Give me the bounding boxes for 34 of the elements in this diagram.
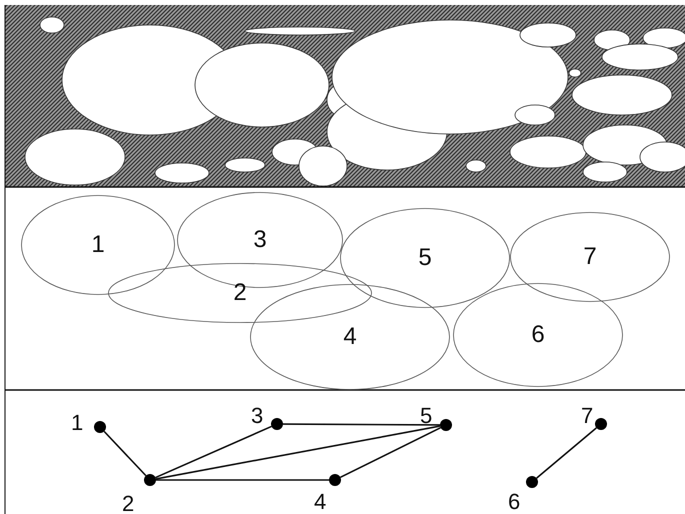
vertex-dot [526, 476, 538, 488]
vertex-dot [440, 419, 452, 431]
graph-edge [156, 479, 329, 481]
vertex-label: 7 [581, 405, 594, 427]
vertex-dot [271, 418, 283, 430]
region-number: 2 [233, 279, 247, 307]
region-ellipse [108, 263, 372, 323]
graph-edge [536, 427, 597, 479]
region-ellipse [21, 195, 175, 295]
vertex-dot [329, 474, 341, 486]
region-number: 5 [418, 244, 432, 272]
region-number: 3 [253, 226, 267, 254]
region-ellipse [510, 212, 670, 302]
vertex-dot [144, 474, 156, 486]
vertex-dot [595, 418, 607, 430]
region-ellipse [453, 283, 623, 387]
graph-edge [283, 423, 440, 426]
graph-edge [104, 430, 146, 476]
vertex-label: 3 [251, 405, 264, 427]
vertex-label: 4 [314, 491, 326, 513]
graph-edge [155, 426, 272, 478]
region-number: 4 [343, 323, 357, 351]
region-ellipse [250, 284, 450, 390]
vertex-label: 2 [122, 493, 134, 514]
region-ellipse [340, 208, 510, 308]
vertex-dot [94, 421, 106, 433]
region-number: 6 [531, 321, 545, 349]
graph-edge [156, 425, 440, 480]
vertex-label: 5 [420, 405, 432, 427]
region-number: 7 [583, 243, 597, 271]
region-number: 1 [91, 231, 105, 259]
graph-edge [340, 426, 441, 478]
vertex-label: 6 [508, 491, 520, 513]
vertex-label: 1 [71, 412, 84, 434]
